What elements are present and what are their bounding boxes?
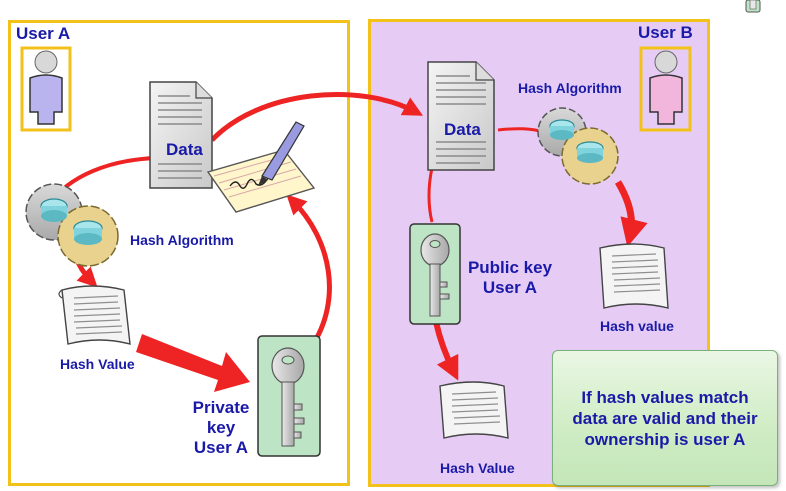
user-b-hash-value-bottom-label: Hash Value: [440, 460, 515, 476]
key-icon-private: [257, 335, 321, 457]
user-b-label: User B: [638, 23, 693, 42]
user-a-hash-algorithm-label: Hash Algorithm: [130, 232, 234, 248]
user-b-data-label: Data: [444, 120, 481, 139]
key-icon-public: [409, 223, 461, 325]
scroll-icon-b-right: [599, 243, 669, 309]
arrow-a-key-to-signature: [286, 194, 332, 348]
document-icon-a: [149, 81, 213, 189]
user-b-hash-value-right-label: Hash value: [600, 318, 674, 334]
note-line-3: ownership is user A: [584, 429, 746, 449]
user-a-hash-value-label: Hash Value: [60, 356, 135, 372]
gears-icon-b: [537, 107, 619, 185]
user-a-data-label: Data: [166, 140, 203, 159]
user-a-icon: [20, 46, 72, 132]
scroll-icon-b-bottom: [439, 381, 509, 439]
arrow-b-data-to-hash: [497, 127, 545, 134]
arrow-data-transfer: [210, 91, 424, 142]
scroll-icon-a: [58, 285, 131, 345]
verification-note-text: If hash values match data are valid and …: [572, 387, 757, 450]
arrow-b-data-to-key: [427, 167, 434, 223]
user-a-label: User A: [16, 24, 71, 43]
public-key-label: Public key User A: [462, 258, 558, 298]
note-line-1: If hash values match: [581, 387, 749, 407]
private-key-line-3: User A: [193, 438, 249, 457]
arrow-a-value-to-key: [136, 334, 250, 392]
public-key-line-1: Public key: [467, 258, 553, 277]
user-b-icon: [639, 46, 692, 132]
document-icon-b: [427, 61, 495, 171]
user-b-hash-algorithm-label: Hash Algorithm: [518, 80, 622, 96]
verification-note: If hash values match data are valid and …: [552, 350, 778, 486]
arrow-b-hash-to-value: [614, 180, 648, 247]
arrow-b-key-to-value: [433, 321, 459, 381]
private-key-label: Private key User A: [186, 398, 256, 458]
note-line-2: data are valid and their: [572, 408, 758, 428]
gears-icon-a: [25, 183, 119, 267]
public-key-line-2: User A: [482, 278, 538, 297]
private-key-line-2: key: [206, 418, 236, 437]
corner-document-icon: [745, 0, 761, 13]
private-key-line-1: Private: [192, 398, 250, 417]
signature-pen-icon: [206, 121, 316, 213]
